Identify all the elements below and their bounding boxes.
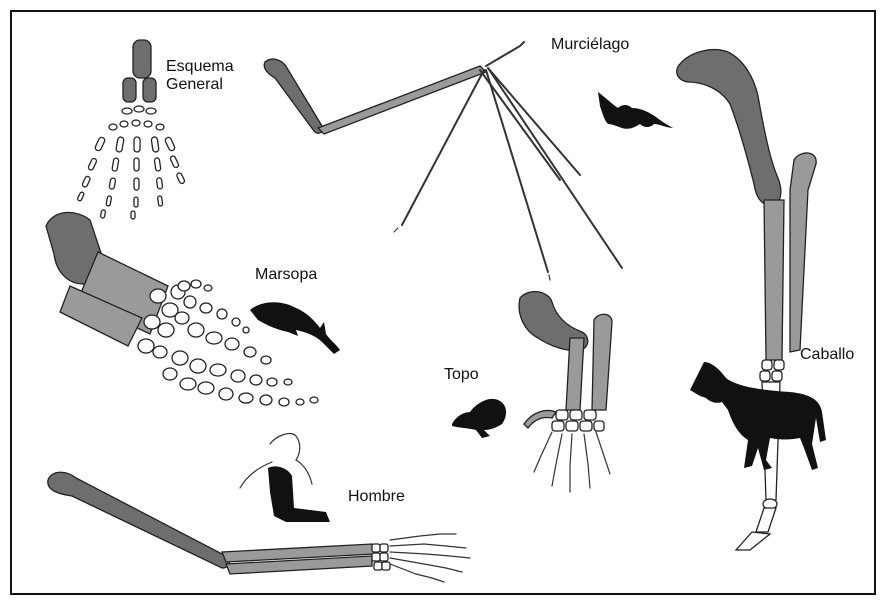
label-esquema-line1: Esquema [166,58,234,76]
horse-silhouette [690,362,826,470]
label-caballo: Caballo [800,346,854,364]
human-arm-bones [48,472,470,582]
mole-silhouette [452,399,506,438]
porpoise-silhouette [250,302,340,354]
label-marsopa: Marsopa [255,266,317,284]
label-esquema-line2: General [166,76,234,94]
bat-wing-bones [264,42,622,280]
label-murcielago: Murciélago [551,36,629,54]
label-hombre: Hombre [348,488,405,506]
mole-limb-bones [519,292,612,492]
horse-leg-bones [677,50,816,550]
human-silhouette [240,434,330,522]
label-topo: Topo [444,366,479,384]
bat-silhouette [598,92,674,129]
label-esquema-general: Esquema General [166,58,234,94]
